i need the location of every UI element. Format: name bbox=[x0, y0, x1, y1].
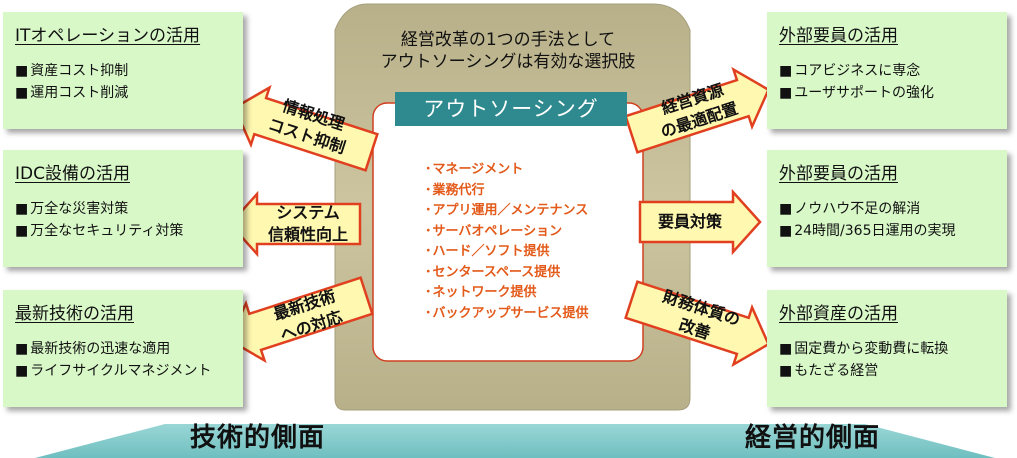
arrow-label-line: 信頼性向上 bbox=[267, 225, 348, 244]
box-title: 外部要員の活用 bbox=[779, 26, 898, 46]
right-box-external-assets: 外部資産の活用 固定費から変動費に転換 もたざる経営 bbox=[767, 290, 1007, 407]
arrow-left-3 bbox=[227, 276, 374, 364]
arrow-left-1 bbox=[232, 84, 379, 172]
left-box-it-operation: ITオペレーションの活用 資産コスト抑制 運用コスト削減 bbox=[3, 12, 243, 129]
box-item: 24時間/365日運用の実現 bbox=[779, 220, 1007, 242]
arrow-left-2 bbox=[228, 190, 362, 258]
box-item: コアビジネスに専念 bbox=[779, 60, 1007, 82]
service-item: ネットワーク提供 bbox=[425, 283, 635, 304]
left-box-latest-tech: 最新技術の活用 最新技術の迅速な適用 ライフサイクルマネジメント bbox=[3, 290, 243, 407]
center-heading-line1: 経営改革の1つの手法として bbox=[400, 30, 616, 50]
arrow-right-1 bbox=[624, 66, 771, 154]
center-heading: 経営改革の1つの手法として アウトソーシングは有効な選択肢 bbox=[345, 29, 671, 73]
arrow-label-line: 要員対策 bbox=[657, 212, 722, 231]
box-item: もたざる経営 bbox=[779, 360, 1007, 382]
box-item: 万全な災害対策 bbox=[15, 198, 243, 220]
box-item: 万全なセキュリティ対策 bbox=[15, 220, 243, 242]
box-item: ライフサイクルマネジメント bbox=[15, 360, 243, 382]
box-title: IDC設備の活用 bbox=[15, 164, 130, 184]
box-item: ノウハウ不足の解消 bbox=[779, 198, 1007, 220]
arrow-label-left-2: システム 信頼性向上 bbox=[258, 202, 358, 246]
bottom-label-technical: 技術的側面 bbox=[190, 423, 326, 453]
service-item: アプリ運用／メンテナンス bbox=[425, 201, 635, 222]
arrow-label-line: システム bbox=[276, 203, 340, 222]
box-item: 資産コスト抑制 bbox=[15, 60, 243, 82]
arrow-right-2 bbox=[638, 188, 762, 256]
right-box-external-staff-1: 外部要員の活用 コアビジネスに専念 ユーザサポートの強化 bbox=[767, 12, 1007, 129]
left-box-idc: IDC設備の活用 万全な災害対策 万全なセキュリティ対策 bbox=[3, 150, 243, 267]
box-title: 外部要員の活用 bbox=[779, 164, 898, 184]
service-item: センタースペース提供 bbox=[425, 263, 635, 284]
service-item: バックアップサービス提供 bbox=[425, 304, 635, 325]
service-list: マネージメント 業務代行 アプリ運用／メンテナンス サーバオペレーション ハード… bbox=[425, 160, 635, 324]
right-box-external-staff-2: 外部要員の活用 ノウハウ不足の解消 24時間/365日運用の実現 bbox=[767, 150, 1007, 267]
service-item: 業務代行 bbox=[425, 181, 635, 202]
bottom-band bbox=[35, 424, 995, 458]
outsourcing-title: アウトソーシング bbox=[395, 92, 627, 126]
center-heading-line2: アウトソーシングは有効な選択肢 bbox=[380, 52, 636, 72]
box-title: 外部資産の活用 bbox=[779, 304, 898, 324]
arrow-label-right-2: 要員対策 bbox=[648, 211, 732, 233]
service-item: ハード／ソフト提供 bbox=[425, 242, 635, 263]
box-item: 固定費から変動費に転換 bbox=[779, 338, 1007, 360]
box-item: 運用コスト削減 bbox=[15, 82, 243, 104]
box-title: ITオペレーションの活用 bbox=[15, 26, 201, 46]
service-item: マネージメント bbox=[425, 160, 635, 181]
bottom-label-management: 経営的側面 bbox=[745, 423, 881, 453]
box-item: ユーザサポートの強化 bbox=[779, 82, 1007, 104]
box-item: 最新技術の迅速な適用 bbox=[15, 338, 243, 360]
service-item: サーバオペレーション bbox=[425, 222, 635, 243]
box-title: 最新技術の活用 bbox=[15, 304, 134, 324]
